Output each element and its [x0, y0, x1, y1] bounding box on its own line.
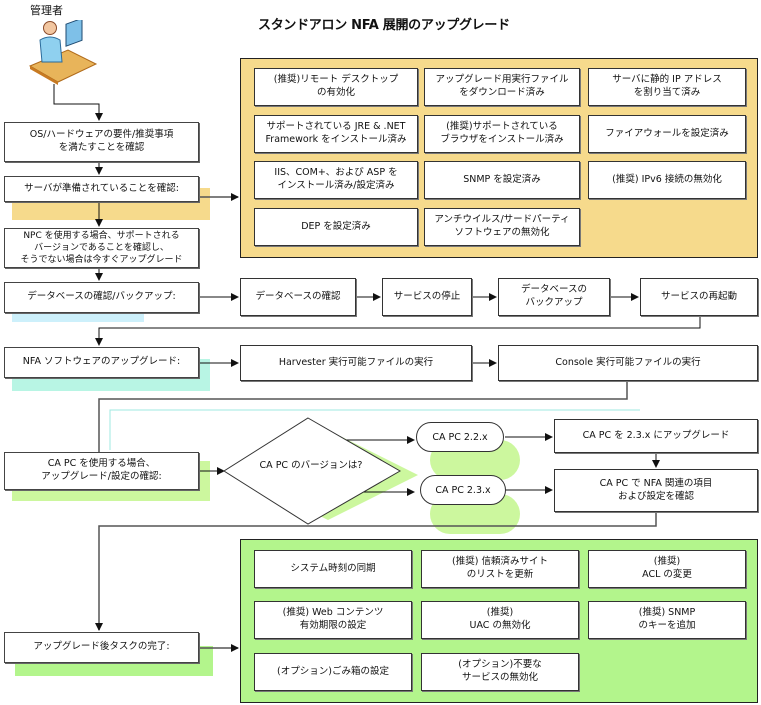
db-step: サービスの停止 [382, 278, 472, 316]
db-step: サービスの再起動 [640, 278, 758, 316]
post-task-item: (推奨) UAC の無効化 [421, 601, 579, 639]
branch-capc-23: CA PC 2.3.x [420, 475, 506, 505]
post-task-item: (オプション)ごみ箱の設定 [254, 653, 412, 691]
nfa-step-harvester: Harvester 実行可能ファイルの実行 [240, 345, 472, 381]
prereq-item: (推奨) IPv6 接続の無効化 [588, 161, 746, 199]
diagram-title: スタンドアロン NFA 展開のアップグレード [258, 18, 510, 33]
step-nfa-upgrade: NFA ソフトウェアのアップグレード: [4, 347, 199, 378]
post-task-item: (推奨) SNMP のキーを追加 [588, 601, 746, 639]
step-post-tasks: アップグレード後タスクの完了: [4, 632, 199, 663]
prereq-item: (推奨)サポートされている ブラウザをインストール済み [424, 115, 580, 153]
nfa-step-console: Console 実行可能ファイルの実行 [498, 345, 758, 381]
step-verify-server: サーバが準備されていることを確認: [4, 176, 199, 202]
decision-label: CA PC のバージョンは? [259, 460, 363, 471]
branch-capc-22: CA PC 2.2.x [416, 422, 504, 452]
step-db-backup: データベースの確認/バックアップ: [4, 282, 199, 313]
prereq-item: (推奨)リモート デスクトップ の有効化 [254, 68, 418, 106]
post-task-item: システム時刻の同期 [254, 550, 412, 588]
post-task-item: (推奨) Web コンテンツ 有効期限の設定 [254, 601, 412, 639]
prereq-item: アンチウイルス/サードパーティ ソフトウェアの無効化 [424, 208, 580, 246]
prereq-item: サーバに静的 IP アドレス を割り当て済み [588, 68, 746, 106]
actor-label: 管理者 [30, 4, 63, 17]
prereq-item: IIS、COM+、および ASP を インストール済み/設定済み [254, 161, 418, 199]
prereq-item: SNMP を設定済み [424, 161, 580, 199]
capc-verify-step: CA PC で NFA 関連の項目 および設定を確認 [554, 469, 758, 512]
prereq-item: サポートされている JRE & .NET Framework をインストール済み [254, 115, 418, 153]
step-verify-os: OS/ハードウェアの要件/推奨事項 を満たすことを確認 [4, 122, 199, 162]
db-step: データベースの バックアップ [498, 278, 610, 316]
prereq-item: アップグレード用実行ファイル をダウンロード済み [424, 68, 580, 106]
administrator-at-desk-icon [28, 20, 98, 85]
prereq-item: DEP を設定済み [254, 208, 418, 246]
db-step: データベースの確認 [240, 278, 356, 316]
prereq-item: ファイアウォールを設定済み [588, 115, 746, 153]
step-npc: NPC を使用する場合、サポートされる バージョンであることを確認し、 そうでな… [4, 228, 199, 268]
post-task-item: (オプション)不要な サービスの無効化 [421, 653, 579, 691]
capc-upgrade-step: CA PC を 2.3.x にアップグレード [554, 419, 758, 453]
post-task-item: (推奨) ACL の変更 [588, 550, 746, 588]
step-capc-check: CA PC を使用する場合、 アップグレード/設定の確認: [4, 452, 199, 490]
post-task-item: (推奨) 信頼済みサイト のリストを更新 [421, 550, 579, 588]
decision-diamond [223, 417, 402, 525]
